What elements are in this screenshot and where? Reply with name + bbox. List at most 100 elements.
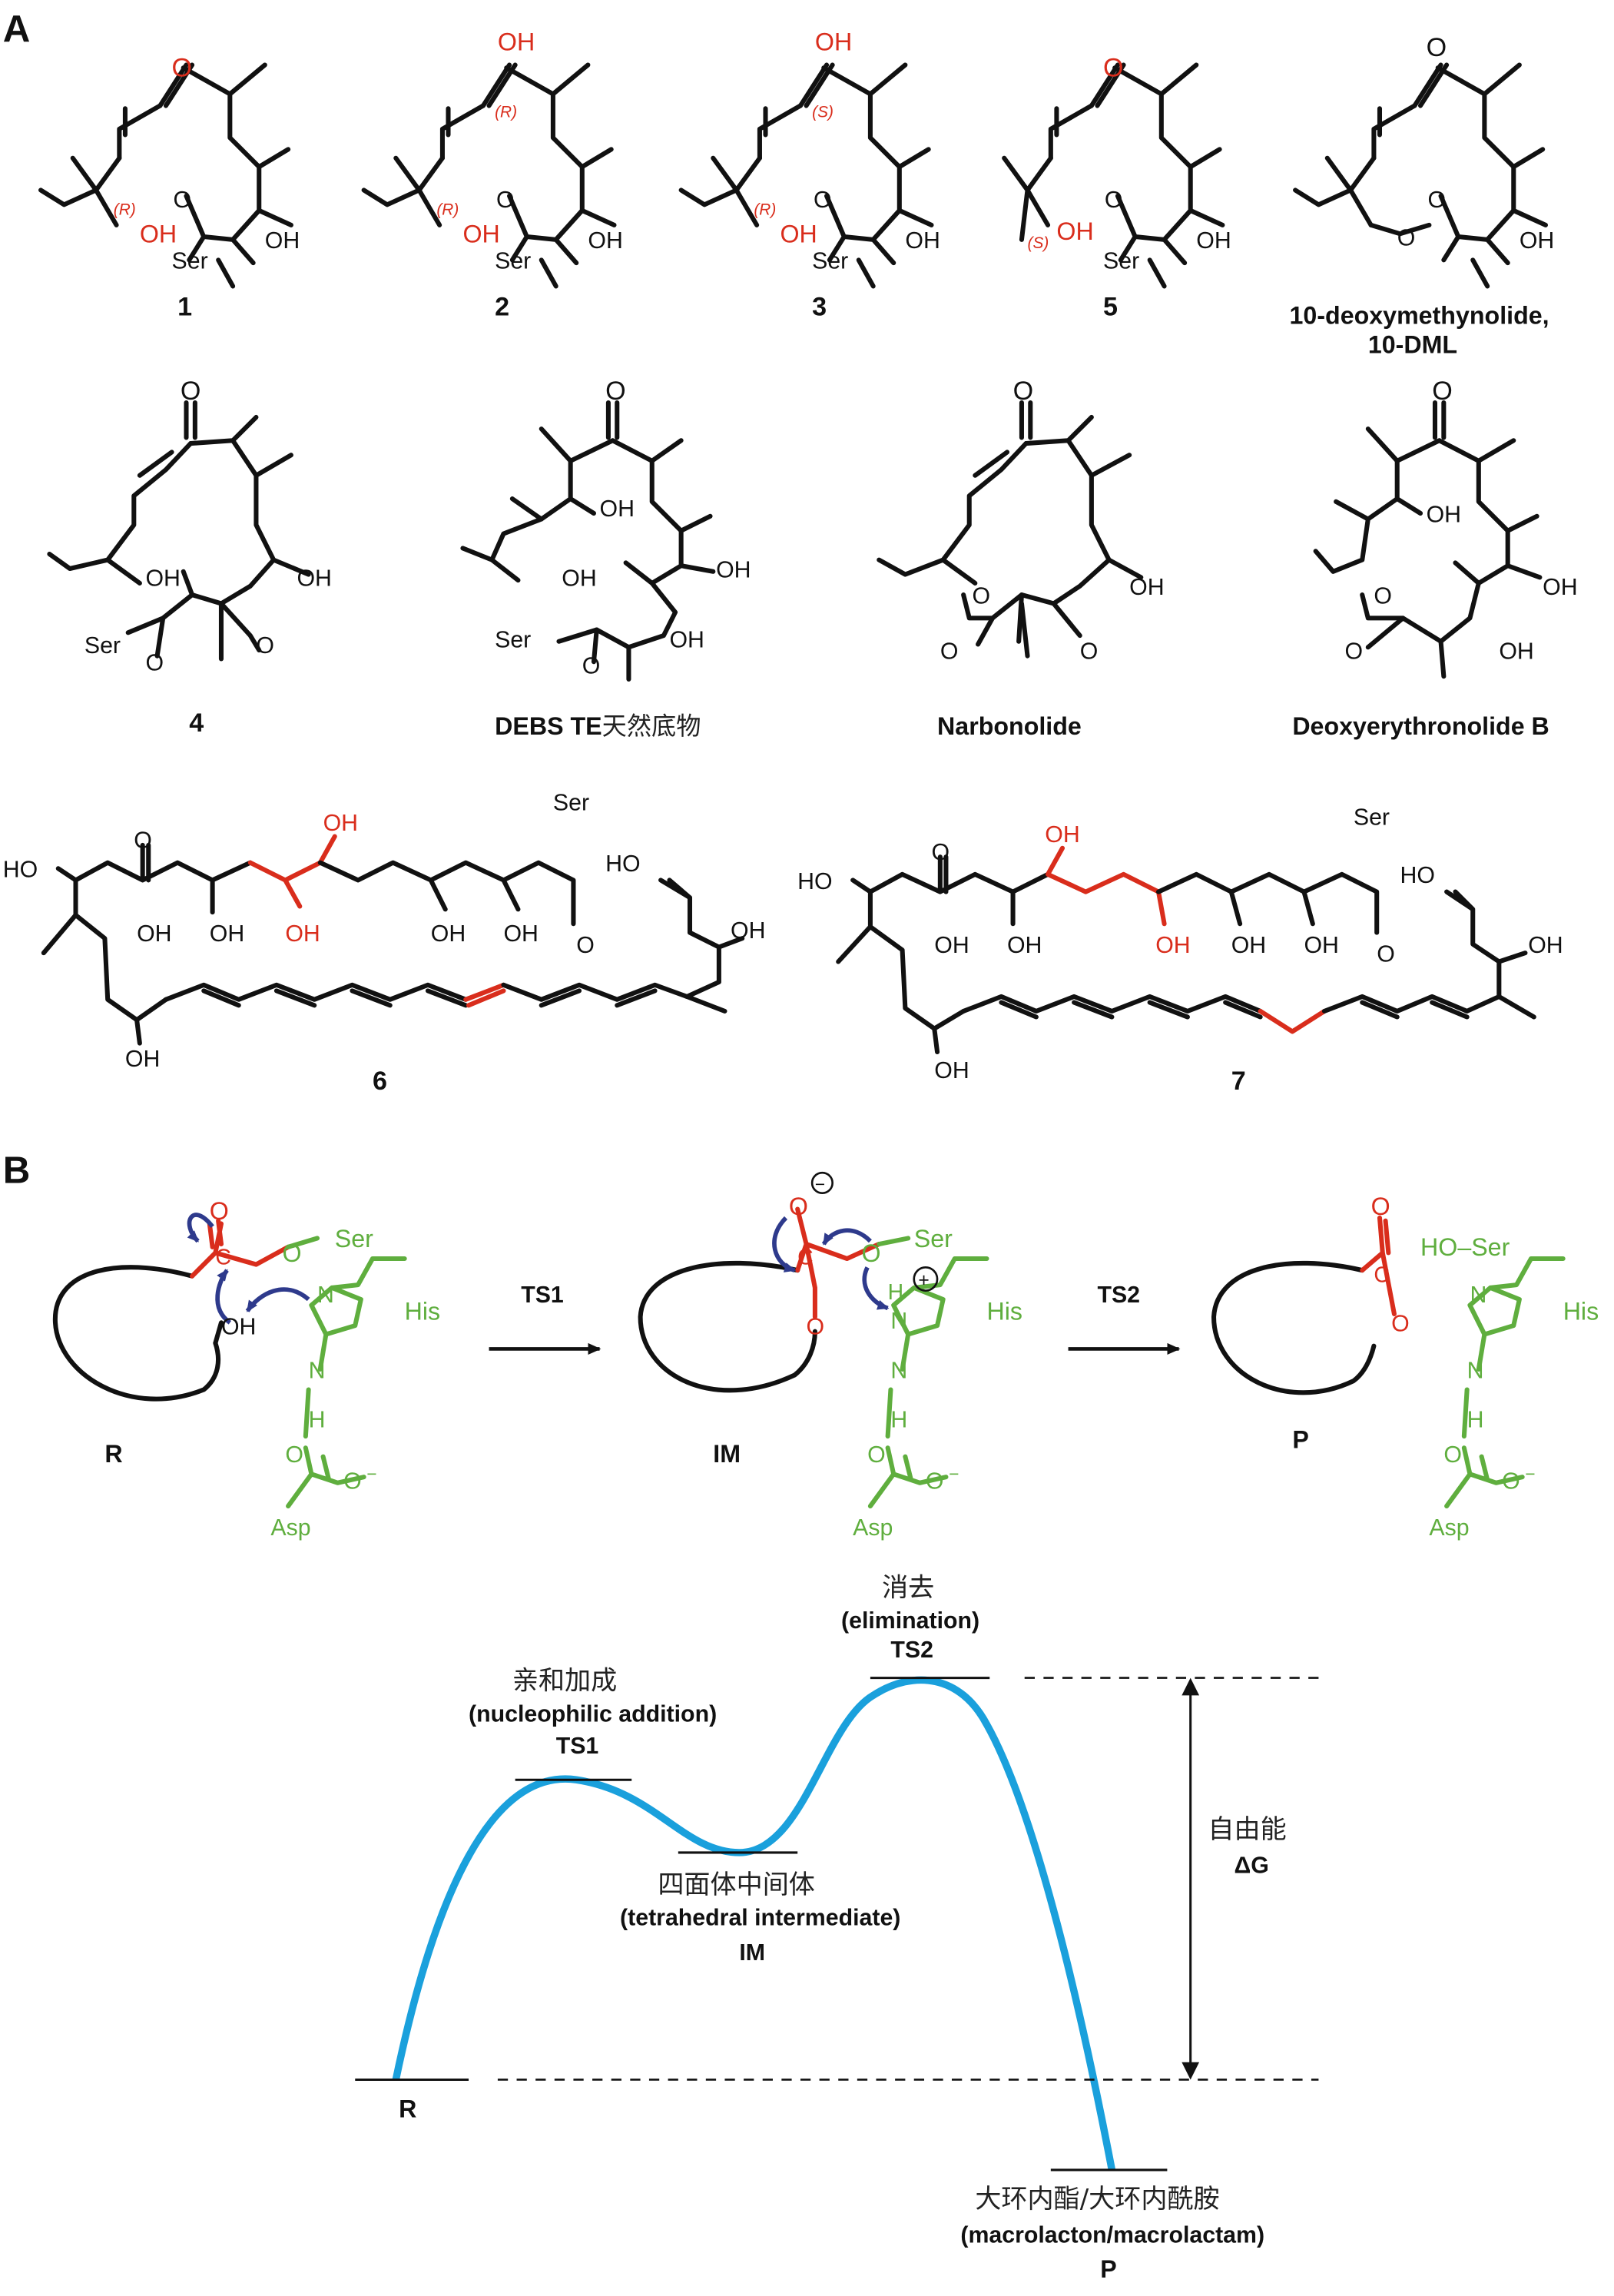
c7-ho-a: HO bbox=[797, 869, 832, 894]
c6-oh-b: OH bbox=[210, 921, 244, 947]
c2-o: O bbox=[496, 187, 515, 213]
im-ser-o: O bbox=[862, 1239, 881, 1267]
c7-o-b: O bbox=[1377, 942, 1395, 967]
c2-oh-top: OH bbox=[498, 28, 535, 56]
label-10-dml-line1: 10-deoxymethynolide, bbox=[1290, 302, 1549, 330]
c7-oh-f: OH bbox=[934, 1058, 969, 1083]
p-his-n1: N bbox=[1470, 1282, 1486, 1308]
compound-5-structure: O (S) OH O Ser OH bbox=[1002, 54, 1231, 289]
c6-ho-a: HO bbox=[3, 858, 38, 883]
im-ser: Ser bbox=[914, 1225, 953, 1253]
deb-o: O bbox=[1345, 639, 1364, 664]
c2-stereo: (R) bbox=[436, 201, 459, 219]
c4-o1: O bbox=[145, 651, 164, 676]
p-carbon: C bbox=[1374, 1262, 1390, 1287]
c3-stereo: (R) bbox=[754, 201, 776, 219]
r-his-n1: N bbox=[317, 1282, 334, 1308]
label-10-dml-line2: 10-DML bbox=[1368, 331, 1457, 359]
ts1-english: (nucleophilic addition) bbox=[469, 1701, 717, 1727]
r-ester-o: O bbox=[283, 1239, 302, 1267]
narb-ketone-o: O bbox=[1013, 377, 1034, 406]
c3-o: O bbox=[814, 187, 832, 213]
deb-oh-c: OH bbox=[1499, 639, 1533, 664]
label-scheme-im: IM bbox=[713, 1440, 741, 1468]
p-ho-ser: HO–Ser bbox=[1420, 1233, 1510, 1261]
debs-oh-c: OH bbox=[716, 557, 751, 582]
im-asp-o1: O bbox=[867, 1442, 886, 1468]
c6-ser: Ser bbox=[553, 790, 589, 815]
debs-ser: Ser bbox=[495, 627, 531, 652]
c5-stereo: (S) bbox=[1028, 234, 1049, 252]
label-compound-5: 5 bbox=[1103, 292, 1118, 321]
p-asp-minus: − bbox=[1525, 1464, 1535, 1484]
label-deb: Deoxyerythronolide B bbox=[1292, 712, 1549, 740]
im-his-n1: N bbox=[890, 1309, 907, 1334]
c2-ser: Ser bbox=[495, 249, 531, 274]
dml-oh: OH bbox=[1520, 228, 1554, 254]
label-compound-3: 3 bbox=[812, 292, 827, 321]
c7-oh-c: OH bbox=[1231, 933, 1266, 958]
im-plus-circle bbox=[913, 1266, 939, 1292]
p-english: (macrolacton/macrolactam) bbox=[960, 2223, 1264, 2248]
dg-chinese: 自由能 bbox=[1208, 1814, 1286, 1845]
c6-oh-f: OH bbox=[125, 1047, 160, 1072]
c7-oh-b: OH bbox=[1007, 933, 1042, 958]
p-ring-o: O bbox=[1391, 1312, 1410, 1337]
c3-oh-top: OH bbox=[815, 28, 852, 56]
debs-oh-b: OH bbox=[562, 566, 596, 592]
dg-label: ΔG bbox=[1235, 1853, 1269, 1878]
p-asp-o2: O bbox=[1502, 1468, 1520, 1494]
narb-oh: OH bbox=[1129, 575, 1164, 600]
c2-oh2: OH bbox=[588, 228, 622, 254]
label-scheme-r: R bbox=[104, 1440, 122, 1468]
im-his-n2: N bbox=[890, 1358, 907, 1383]
compound-4-structure: O OH OH Ser O O bbox=[47, 377, 332, 676]
im-carbon: C bbox=[797, 1246, 814, 1270]
r-carbon: C bbox=[215, 1246, 231, 1270]
c7-oh-e: OH bbox=[1528, 933, 1563, 958]
debs-ketone-o: O bbox=[605, 377, 626, 406]
p-carbonyl-o: O bbox=[1371, 1193, 1390, 1220]
c4-ser: Ser bbox=[85, 633, 121, 659]
c4-oh-a: OH bbox=[145, 566, 180, 592]
narb-o1: O bbox=[940, 639, 959, 664]
deb-ring-o: O bbox=[1374, 583, 1392, 609]
c3-ser: Ser bbox=[812, 249, 848, 274]
compound-7-structure: HO O OH OH OH OH OH OH O Ser HO OH OH bbox=[797, 805, 1563, 1083]
c7-oh-red-a: OH bbox=[1045, 822, 1079, 848]
c7-o-a: O bbox=[931, 840, 950, 865]
im-minus: − bbox=[815, 1174, 825, 1194]
scheme-reactant: O C O Ser OH N N H His O O − Asp bbox=[52, 1197, 441, 1541]
c5-ser: Ser bbox=[1103, 249, 1139, 274]
r-his-h: H bbox=[309, 1408, 326, 1433]
c6-oh-red-a: OH bbox=[285, 921, 320, 947]
ts1-label: TS1 bbox=[556, 1734, 599, 1759]
deb-oh-b: OH bbox=[1543, 575, 1577, 600]
c3-stereo-top: (S) bbox=[812, 104, 834, 121]
c1-ser: Ser bbox=[172, 249, 208, 274]
c6-oh-e: OH bbox=[731, 918, 765, 944]
c7-ser: Ser bbox=[1354, 805, 1390, 830]
r-his-n2: N bbox=[309, 1358, 326, 1383]
narb-ring-o: O bbox=[973, 583, 991, 609]
c3-oh: OH bbox=[780, 221, 817, 248]
label-compound-4: 4 bbox=[189, 708, 204, 738]
label-debs-te: DEBS TE天然底物 bbox=[495, 712, 701, 741]
compound-narbonolide-structure: O O OH O O bbox=[877, 377, 1165, 664]
c7-oh-a: OH bbox=[934, 933, 969, 958]
c6-oh-a: OH bbox=[137, 921, 171, 947]
c6-oh-c: OH bbox=[431, 921, 466, 947]
r-his: His bbox=[405, 1298, 441, 1326]
compound-10-dml-structure: O O O OH bbox=[1293, 33, 1554, 289]
c4-o2: O bbox=[256, 633, 274, 659]
deb-ketone-o: O bbox=[1432, 377, 1453, 406]
c6-o-a: O bbox=[134, 828, 152, 854]
debs-oh-a: OH bbox=[600, 496, 635, 522]
c7-ho-b: HO bbox=[1400, 863, 1435, 888]
c1-stereo: (R) bbox=[114, 201, 136, 219]
im-asp-o2: O bbox=[926, 1468, 944, 1494]
r-asp-o2: O bbox=[343, 1468, 362, 1494]
r-oh: OH bbox=[221, 1314, 256, 1339]
p-asp: Asp bbox=[1429, 1515, 1469, 1541]
